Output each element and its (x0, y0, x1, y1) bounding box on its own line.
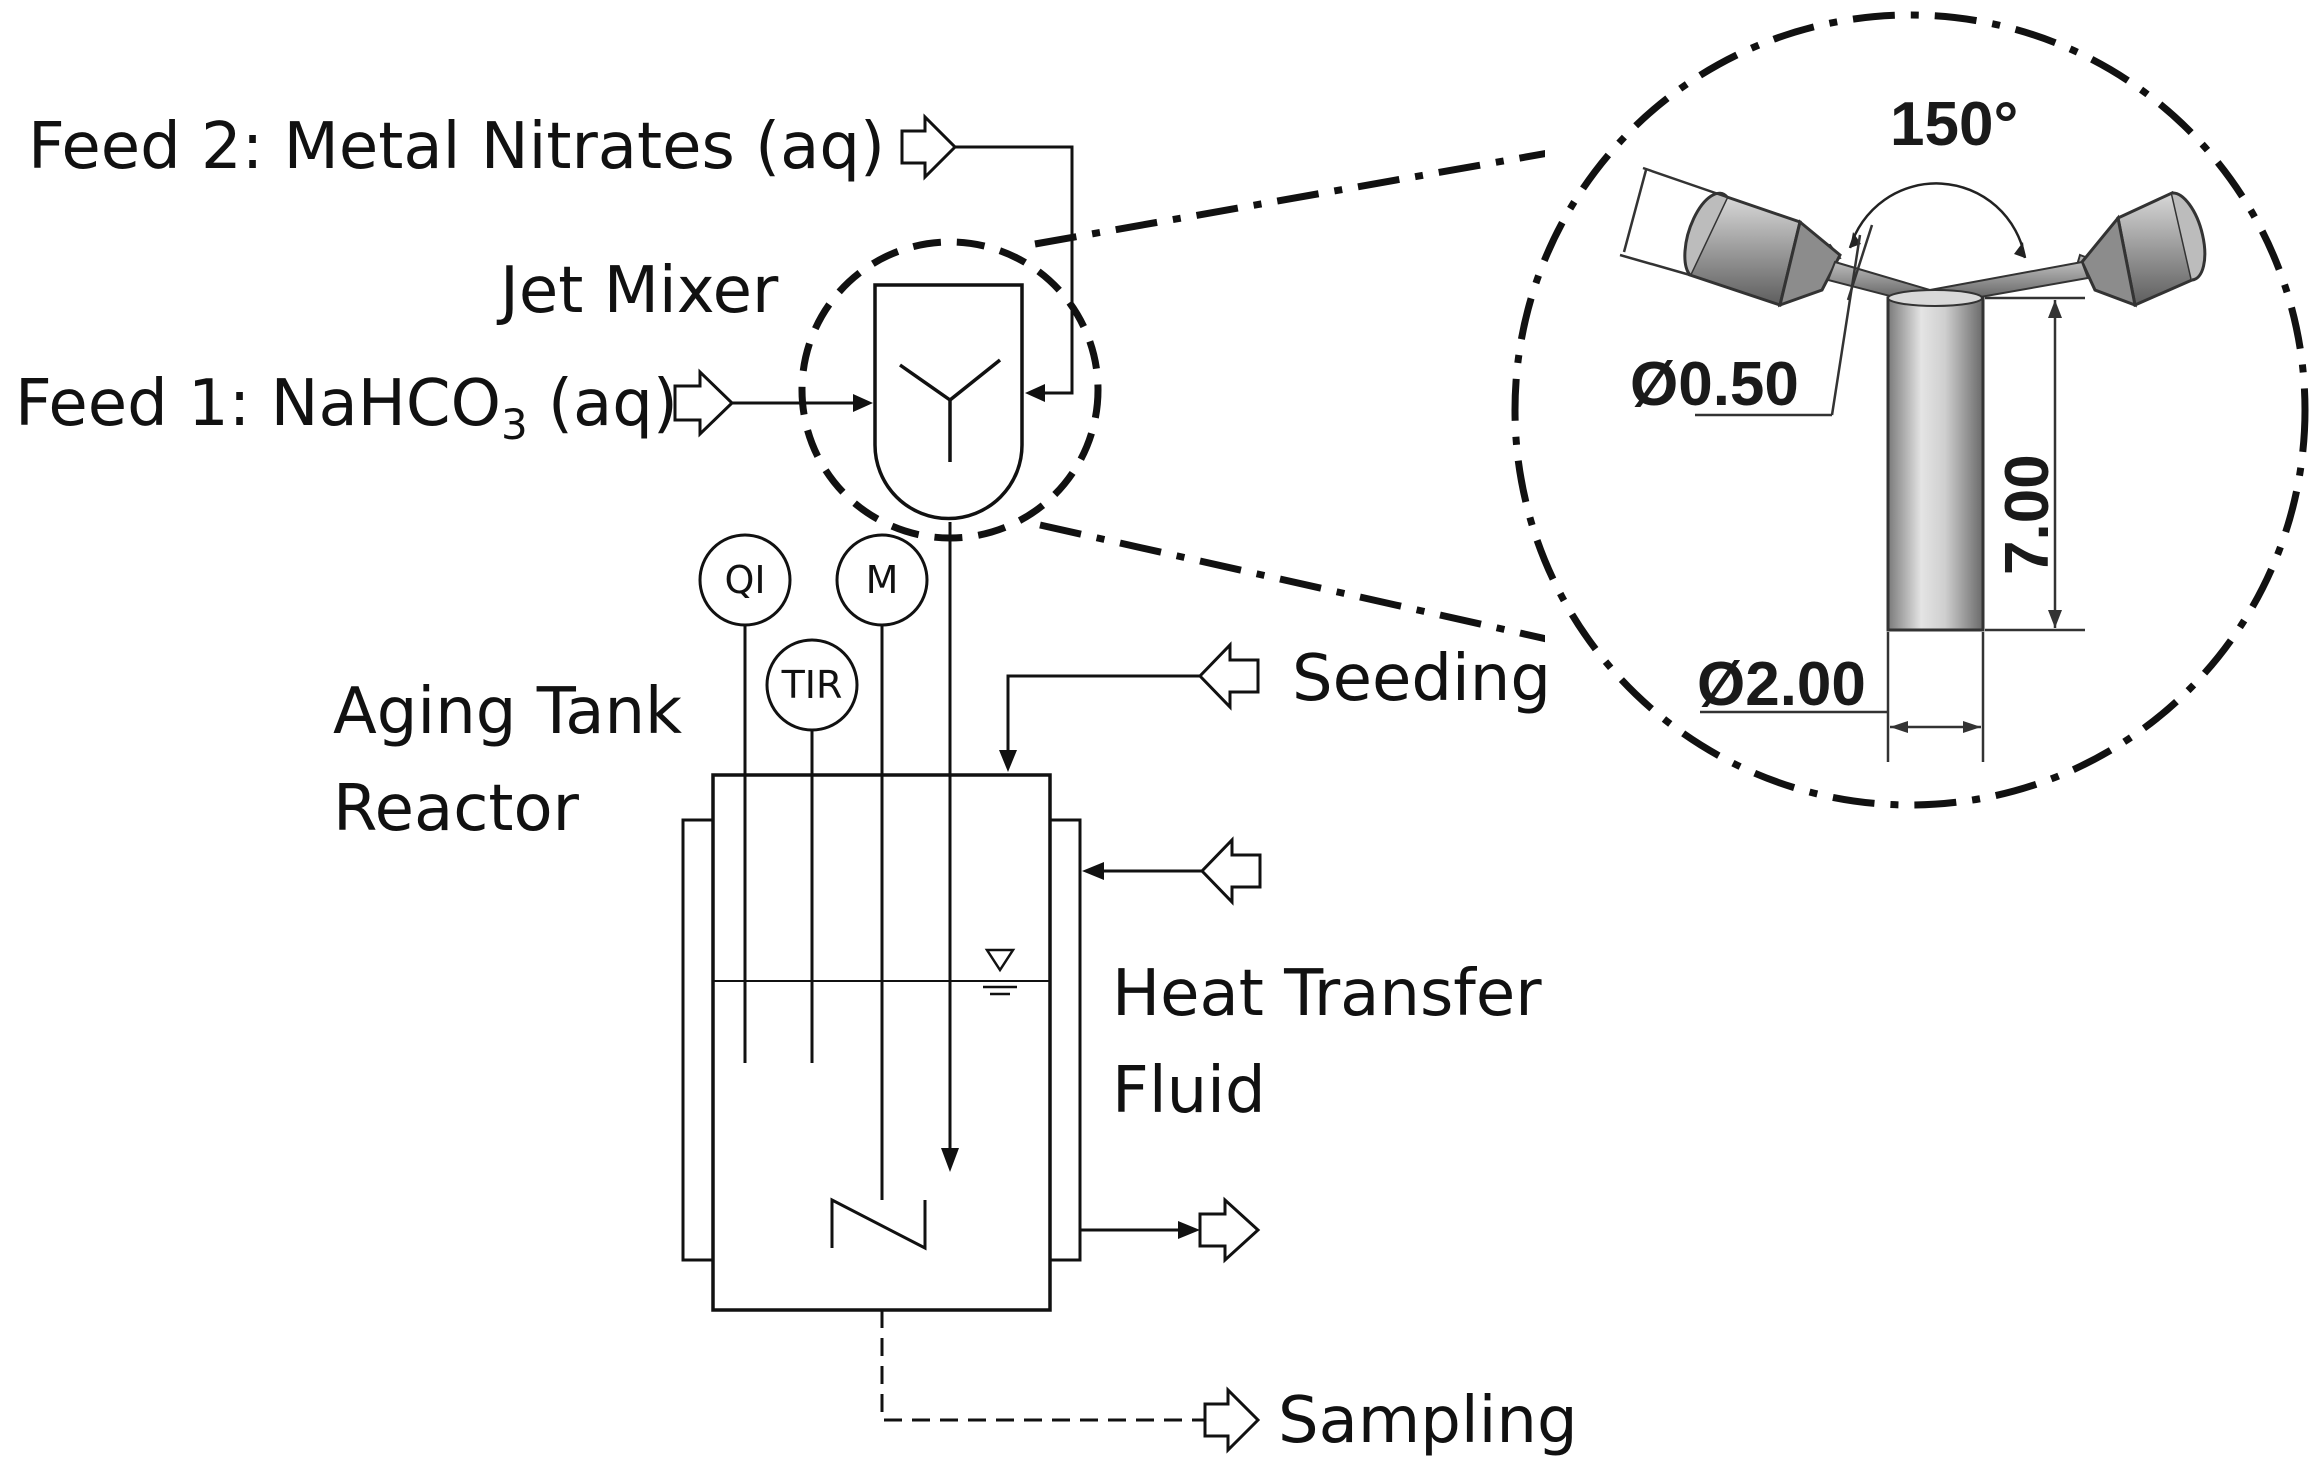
htf-inlet-hollow-arrow (1199, 836, 1262, 906)
sampling-dashed-line (880, 1310, 1205, 1422)
instrument-m-label: M (866, 558, 899, 602)
angle-arrow-right (2014, 242, 2025, 258)
diameter-arrow-left (1890, 721, 1908, 733)
stirrer-impeller (830, 1197, 927, 1251)
sampling-label: Sampling (1278, 1384, 1578, 1458)
feed2-label: Feed 2: Metal Nitrates (aq) (28, 110, 885, 184)
feed2-line (955, 145, 1074, 395)
mixer-outlet-arrowhead (941, 1148, 959, 1172)
angle-arc (1848, 182, 2027, 259)
feed1-label: Feed 1: NaHCO3 (aq) (15, 367, 678, 449)
sampling-hollow-arrow (1203, 1386, 1261, 1454)
right-nozzle (2073, 190, 2207, 308)
feed1-hollow-arrow (673, 368, 735, 438)
left-nozzle (1683, 191, 1842, 308)
length-arrow-top (2048, 300, 2062, 318)
block-width-dimension (1619, 166, 1728, 277)
htf-inlet-arrowhead (1082, 862, 1104, 880)
feed2-arrowhead (1025, 384, 1045, 402)
diameter-arrow-right (1963, 721, 1981, 733)
liquid-level-icon (983, 948, 1017, 996)
heat-transfer-label-line1: Heat Transfer (1112, 957, 1542, 1031)
feed2-hollow-arrow (900, 113, 958, 181)
nozzle-diameter-leader (1695, 224, 1874, 417)
feed1-arrowhead (853, 394, 873, 412)
detail-circle-outline (1511, 11, 2309, 809)
seeding-hollow-arrow (1197, 641, 1260, 711)
heat-transfer-label-line2: Fluid (1112, 1054, 1266, 1128)
seeding-line (1006, 674, 1200, 752)
tube-length-dimension (1985, 296, 2085, 632)
seeding-label: Seeding (1292, 642, 1551, 716)
jet-mixer-label: Jet Mixer (496, 254, 779, 328)
detail-callout-lines (1034, 136, 1641, 664)
jet-mixer-y-symbol (898, 358, 1002, 462)
nozzle-diameter-label: Ø0.50 (1630, 350, 1799, 419)
tube-length-label: 7.00 (1993, 454, 2062, 575)
aging-tank-label-line1: Aging Tank (333, 675, 682, 749)
instrument-qi-label: QI (724, 558, 765, 602)
aging-tank-label-line2: Reactor (333, 772, 580, 846)
reactor-jacket-right (1048, 818, 1082, 1262)
htf-outlet-hollow-arrow (1198, 1196, 1261, 1264)
reactor-jacket-left (681, 818, 715, 1262)
angle-label: 150° (1890, 90, 2018, 159)
vertical-tube (1886, 296, 1985, 632)
seeding-arrowhead (999, 750, 1017, 772)
length-arrow-bottom (2048, 610, 2062, 628)
tube-top (1887, 289, 1983, 307)
htf-outlet-arrowhead (1178, 1221, 1200, 1239)
instrument-tir-label: TIR (781, 663, 843, 707)
tube-diameter-label: Ø2.00 (1697, 650, 1866, 719)
